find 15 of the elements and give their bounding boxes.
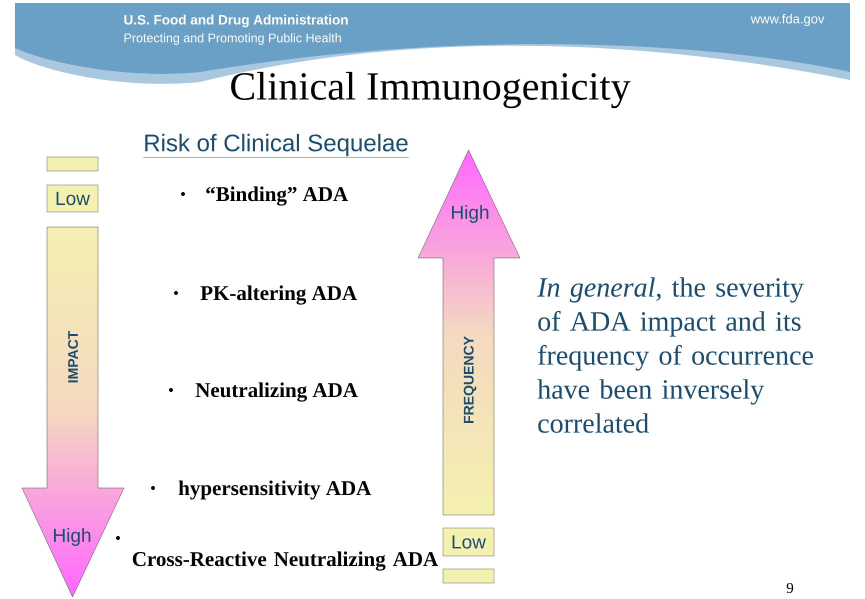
- level-bar: [442, 568, 494, 584]
- list-item: Cross-Reactive Neutralizing ADA: [132, 551, 438, 571]
- tagline: Protecting and Promoting Public Health: [124, 33, 341, 45]
- level-box: Low: [46, 184, 98, 212]
- list-item: Neutralizing ADA: [196, 382, 358, 402]
- level-bar: [46, 156, 98, 172]
- list-item: PK-altering ADA: [200, 285, 357, 305]
- web-address: www.fda.gov: [750, 14, 824, 26]
- organization-name: U.S. Food and Drug Administration: [124, 14, 348, 28]
- list-item: hypersensitivity ADA: [178, 480, 372, 500]
- list-item: “Binding” ADA: [206, 186, 348, 206]
- level-box: Low: [442, 528, 494, 556]
- heading: Risk of Clinical Sequelae: [143, 134, 409, 158]
- title: Clinical Immunogenicity: [231, 72, 630, 108]
- page-number: 9: [786, 582, 794, 594]
